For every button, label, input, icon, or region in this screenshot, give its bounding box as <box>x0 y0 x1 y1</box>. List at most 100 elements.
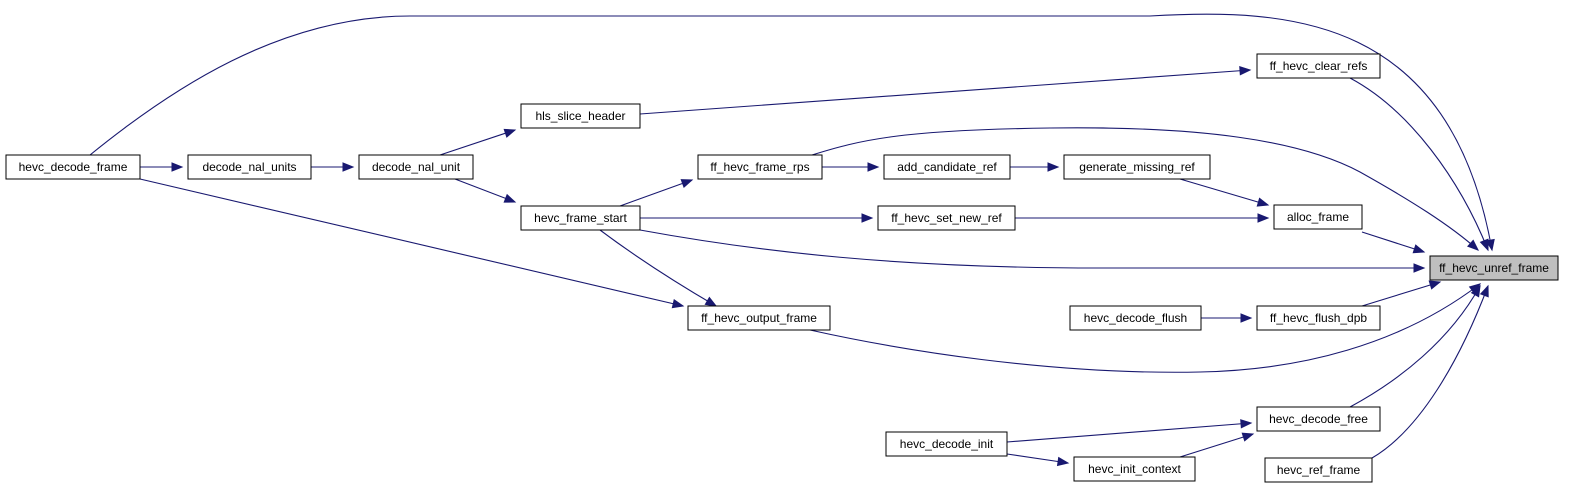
edge-decode_nal_unit-to-hls_slice_header <box>439 128 517 156</box>
node-box <box>1429 255 1559 281</box>
node-add-candidate-ref[interactable]: add_candidate_ref <box>883 154 1011 180</box>
node-set-new-ref[interactable]: ff_hevc_set_new_ref <box>877 205 1016 231</box>
edge-frame_rps-to-add_candidate_ref <box>822 162 880 172</box>
arrowhead <box>1256 197 1270 207</box>
node-generate-missing-ref[interactable]: generate_missing_ref <box>1063 154 1211 180</box>
arrowhead <box>1412 244 1426 254</box>
edge-frame_start-to-set_new_ref <box>640 213 874 223</box>
edge-line <box>639 229 1424 269</box>
edge-line <box>439 129 516 156</box>
edge-decode_init-to-decode_free <box>1006 419 1253 443</box>
edge-line <box>1349 285 1481 408</box>
arrowhead <box>867 162 880 172</box>
node-alloc-frame[interactable]: alloc_frame <box>1273 204 1363 230</box>
node-label: hevc_decode_init <box>900 437 994 451</box>
edge-frame_rps-to-unref <box>811 127 1480 251</box>
arrowhead <box>671 298 685 309</box>
arrowhead <box>1470 284 1481 298</box>
node-box <box>1256 305 1381 331</box>
node-decode-frame[interactable]: hevc_decode_frame <box>5 154 141 180</box>
node-label: hls_slice_header <box>535 109 625 123</box>
edge-decode_frame-to-decode_nal_units <box>140 162 184 172</box>
edge-ref_frame-to-unref <box>1371 284 1489 459</box>
node-box <box>1256 406 1381 432</box>
node-label: decode_nal_unit <box>372 160 461 174</box>
node-decode-nal-unit[interactable]: decode_nal_unit <box>358 154 474 180</box>
edge-flush_dpb-to-unref <box>1361 280 1442 307</box>
edge-line <box>809 283 1481 373</box>
node-unref[interactable]: ff_hevc_unref_frame <box>1429 255 1559 281</box>
edge-line <box>1371 285 1489 459</box>
node-label: ff_hevc_unref_frame <box>1439 261 1549 275</box>
arrowhead <box>1047 162 1060 172</box>
edge-line <box>599 229 717 307</box>
node-box <box>883 154 1011 180</box>
node-label: generate_missing_ref <box>1079 160 1195 174</box>
node-label: ff_hevc_output_frame <box>701 311 817 325</box>
edge-decode_flush-to-flush_dpb <box>1201 313 1253 323</box>
edge-set_new_ref-to-alloc_frame <box>1015 213 1270 223</box>
edge-clear_refs-to-unref <box>1349 77 1489 252</box>
edge-line <box>139 178 684 307</box>
graph-nodes: ff_hevc_unref_frame ff_hevc_clear_refsall… <box>5 53 1559 483</box>
edge-line <box>639 69 1251 115</box>
edge-decode_init-to-init_context <box>1006 453 1070 467</box>
edge-line <box>1179 433 1254 458</box>
node-box <box>687 305 831 331</box>
node-box <box>5 154 141 180</box>
node-decode-nal-units[interactable]: decode_nal_units <box>187 154 312 180</box>
graph-edges <box>89 13 1495 467</box>
node-box <box>1063 154 1211 180</box>
arrowhead <box>1257 213 1270 223</box>
edge-line <box>89 13 1493 251</box>
arrowhead <box>704 296 718 307</box>
edge-add_candidate_ref-to-generate_missing_ref <box>1010 162 1060 172</box>
arrowhead <box>1239 66 1252 76</box>
node-label: decode_nal_units <box>202 160 296 174</box>
node-ref-frame[interactable]: hevc_ref_frame <box>1264 457 1373 483</box>
arrowhead <box>342 162 355 172</box>
node-frame-rps[interactable]: ff_hevc_frame_rps <box>697 154 823 180</box>
edge-line <box>454 178 516 203</box>
arrowhead <box>1413 263 1426 273</box>
arrowhead <box>1467 239 1480 251</box>
node-init-context[interactable]: hevc_init_context <box>1073 456 1196 482</box>
arrowhead <box>503 193 517 203</box>
node-box <box>885 431 1008 457</box>
arrowhead <box>1240 419 1253 429</box>
node-box <box>187 154 312 180</box>
arrowhead <box>1479 284 1489 298</box>
node-output-frame[interactable]: ff_hevc_output_frame <box>687 305 831 331</box>
node-label: ff_hevc_flush_dpb <box>1270 311 1368 325</box>
node-label: ff_hevc_set_new_ref <box>891 211 1002 225</box>
edge-alloc_frame-to-unref <box>1361 231 1426 254</box>
node-label: hevc_decode_frame <box>19 160 128 174</box>
node-label: hevc_decode_flush <box>1084 311 1187 325</box>
node-label: hevc_ref_frame <box>1277 463 1361 477</box>
edge-hls_slice_header-to-clear_refs <box>639 66 1252 115</box>
node-decode-init[interactable]: hevc_decode_init <box>885 431 1008 457</box>
node-frame-start[interactable]: hevc_frame_start <box>520 205 641 231</box>
node-label: alloc_frame <box>1287 210 1349 224</box>
edge-frame_start-to-frame_rps <box>619 179 694 207</box>
node-label: ff_hevc_clear_refs <box>1270 59 1368 73</box>
edge-line <box>1006 422 1252 443</box>
node-decode-free[interactable]: hevc_decode_free <box>1256 406 1381 432</box>
node-label: add_candidate_ref <box>897 160 997 174</box>
edge-frame_start-to-output_frame <box>599 229 718 307</box>
edge-line <box>619 179 693 207</box>
node-decode-flush[interactable]: hevc_decode_flush <box>1069 305 1202 331</box>
node-label: hevc_decode_free <box>1269 412 1368 426</box>
edge-decode_nal_units-to-decode_nal_unit <box>311 162 355 172</box>
node-box <box>1273 204 1363 230</box>
node-clear-refs[interactable]: ff_hevc_clear_refs <box>1256 53 1381 79</box>
node-box <box>877 205 1016 231</box>
node-box <box>520 205 641 231</box>
node-box <box>697 154 823 180</box>
arrowhead <box>503 128 517 138</box>
edge-line <box>1179 178 1269 206</box>
node-hls-slice-header[interactable]: hls_slice_header <box>520 103 641 129</box>
edge-decode_nal_unit-to-frame_start <box>454 178 517 203</box>
node-box <box>1264 457 1373 483</box>
node-flush-dpb[interactable]: ff_hevc_flush_dpb <box>1256 305 1381 331</box>
